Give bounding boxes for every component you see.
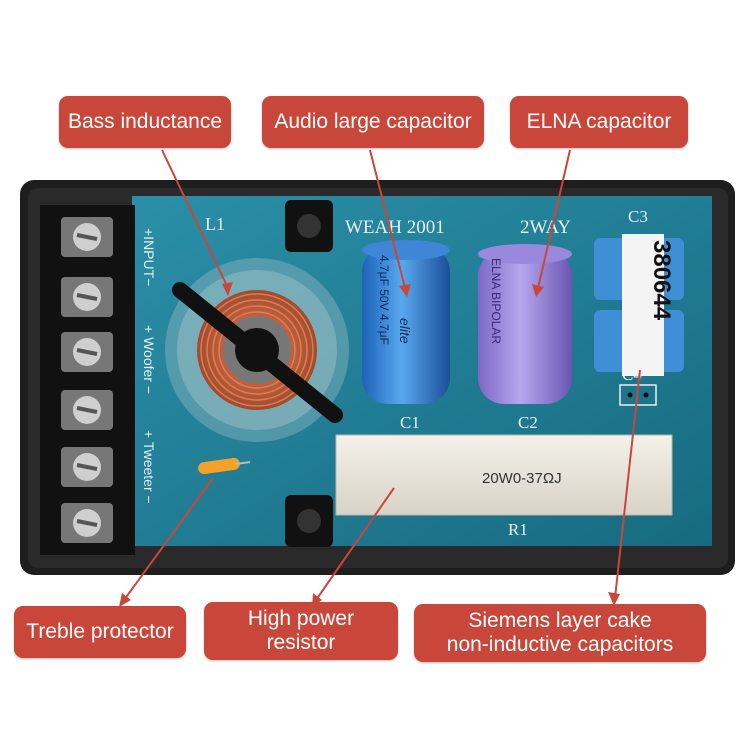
ref-r1: R1 [508,520,528,539]
label-siemens-capacitors: Siemens layer cake non-inductive capacit… [414,604,706,662]
c1-marking: 4.7μF 50V 4.7μF [377,255,391,345]
label-bass-inductance: Bass inductance [59,96,231,148]
ref-c2: C2 [518,413,538,432]
label-elna-capacitor: ELNA capacitor [510,96,688,148]
c2-marking: ELNA BIPOLAR [489,258,503,344]
board-model: WEAH 2001 [345,217,445,238]
terminal-strip [40,205,135,555]
treble-protector [198,457,251,475]
callout-arrows [119,149,641,607]
siemens-marking: 380644 [648,240,675,321]
board-way: 2WAY [520,217,571,238]
mounting-hole-top [285,200,333,252]
elna-capacitor: ELNA BIPOLAR [478,244,572,404]
label-high-power-resistor: High power resistor [204,602,398,660]
label-siemens-line1: Siemens layer cake [468,608,652,632]
bass-inductor [165,258,349,442]
ref-c3: C3 [628,207,648,226]
terminal-tweeter-label: + Tweeter − [141,430,157,504]
c1-brand: elite [397,318,413,344]
terminal-screws [61,217,113,543]
terminal-input-label: +INPUT− [141,228,157,286]
label-high-power-resistor-line2: resistor [266,631,336,654]
mounting-hole-bottom [285,495,333,547]
label-audio-large-capacitor: Audio large capacitor [262,96,484,148]
label-treble-protector: Treble protector [14,606,186,658]
terminal-woofer-label: + Woofer − [141,325,157,394]
high-power-resistor: 20W0-37ΩJ [335,434,673,516]
siemens-capacitors: 380644 [594,234,684,376]
resistor-marking: 20W0-37ΩJ [482,470,562,487]
label-high-power-resistor-line1: High power [247,606,355,630]
ref-c1: C1 [400,413,420,432]
audio-large-capacitor: 4.7μF 50V 4.7μF elite [362,240,450,404]
ref-l1: L1 [205,214,225,234]
label-siemens-line2: non-inductive capacitors [446,633,674,656]
